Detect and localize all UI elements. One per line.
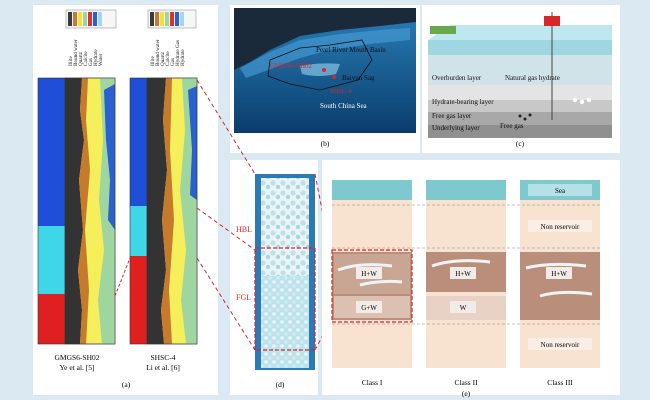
well-ref-left: Ye et al. [5] — [59, 363, 94, 372]
well-log-right: Illite Bound water Quartz Calcite Gas Hy… — [129, 9, 198, 372]
well-ref-right: Li et al. [6] — [146, 363, 180, 372]
class2-hw: H+W — [455, 270, 471, 278]
legend-label: Calcite — [83, 51, 89, 66]
class-1-column: H+W G+W Class I — [331, 180, 413, 387]
class2-w: W — [460, 304, 467, 312]
legend-labels-left: Illite Bound water Quartz Calcite Gas Hy… — [68, 39, 104, 66]
legend-label: Calcite — [165, 51, 171, 66]
legend-label: Hydrate Gas — [175, 40, 181, 66]
hbl-grains — [261, 178, 309, 276]
label-fgl: FGL — [236, 293, 251, 302]
zone-hydrate — [38, 78, 65, 226]
panel-c: Overburden layer Natural gas hydrate Hyd… — [422, 5, 620, 153]
label-hydrate-layer: Hydrate-bearing layer — [432, 98, 494, 106]
legend-label: Gas — [170, 58, 176, 66]
label-overburden: Overburden layer — [432, 74, 482, 82]
class-3-column: Sea Non reservoir H+W Non reservoir Clas… — [520, 180, 600, 387]
panel-b: Pearl River Mouth Basin GMGS6-SH02 SHSC-… — [230, 5, 420, 153]
legend-label: Bound water — [155, 39, 161, 66]
land-mass — [234, 8, 416, 70]
label-class-1: Class I — [362, 378, 383, 387]
zone-gas — [38, 294, 65, 344]
selection-box — [254, 247, 316, 351]
panel-label-a: (a) — [122, 380, 131, 389]
class3-sea: Sea — [555, 187, 566, 195]
zone-water — [38, 226, 65, 294]
legend-label: Water — [98, 53, 104, 66]
label-natural-gas: Natural gas hydrate — [505, 74, 560, 82]
map-sea-label: South China Sea — [320, 102, 368, 110]
legend-label: Gas — [88, 58, 94, 66]
legend-label: Illite — [150, 56, 156, 66]
drilling-platform — [544, 16, 560, 26]
well-log-left: Illite Bound water Quartz Calcite Gas Hy… — [37, 9, 117, 372]
map-sag-label: Baiyun Sag — [342, 74, 375, 82]
legend-label: Quartz — [160, 51, 166, 66]
class-2-column: H+W W Class II — [426, 180, 506, 387]
label-free-gas-layer: Free gas layer — [432, 112, 472, 120]
correlation-line — [114, 257, 131, 297]
label-hbl: HBL — [236, 225, 252, 234]
label-underlying: Underlying layer — [432, 124, 480, 132]
fgl-grains — [261, 276, 309, 368]
class1-hw: H+W — [361, 270, 377, 278]
panel-label-c: (c) — [516, 139, 525, 148]
class1-gw: G+W — [361, 304, 377, 312]
label-free-gas: Free gas — [500, 122, 524, 130]
panel-label-b: (b) — [321, 139, 330, 148]
map-basin-label: Pearl River Mouth Basin — [316, 46, 386, 54]
panel-e: H+W G+W Class I H+W W Class II Sea — [322, 160, 620, 398]
panel-label-d: (d) — [276, 380, 285, 389]
legend-labels-right: Illite Bound water Quartz Calcite Gas Hy… — [150, 39, 186, 66]
legend-label: Bound water — [73, 39, 79, 66]
class3-non-reservoir-top: Non reservoir — [541, 223, 580, 231]
legend-label: Quartz — [78, 51, 84, 66]
class3-non-reservoir-bottom: Non reservoir — [541, 341, 580, 349]
legend-label: Illite — [68, 56, 74, 66]
legend-label: Hydrate — [180, 49, 186, 66]
legend-label: Hydrate — [93, 49, 99, 66]
basin-outline — [267, 39, 373, 91]
map-site1-label: GMGS6-SH02 — [270, 62, 313, 70]
class3-hw: H+W — [551, 270, 567, 278]
panel-a: Illite Bound water Quartz Calcite Gas Hy… — [33, 5, 218, 395]
panel-d: HBL FGL (d) — [230, 160, 318, 395]
well-name-left: GMGS6-SH02 — [54, 353, 99, 362]
panel-label-e: (e) — [462, 389, 471, 398]
label-class-3: Class III — [547, 378, 573, 387]
map-site2-label: SHSC-4 — [330, 88, 352, 95]
label-class-2: Class II — [454, 378, 478, 387]
well-name-right: SHSC-4 — [150, 353, 175, 362]
